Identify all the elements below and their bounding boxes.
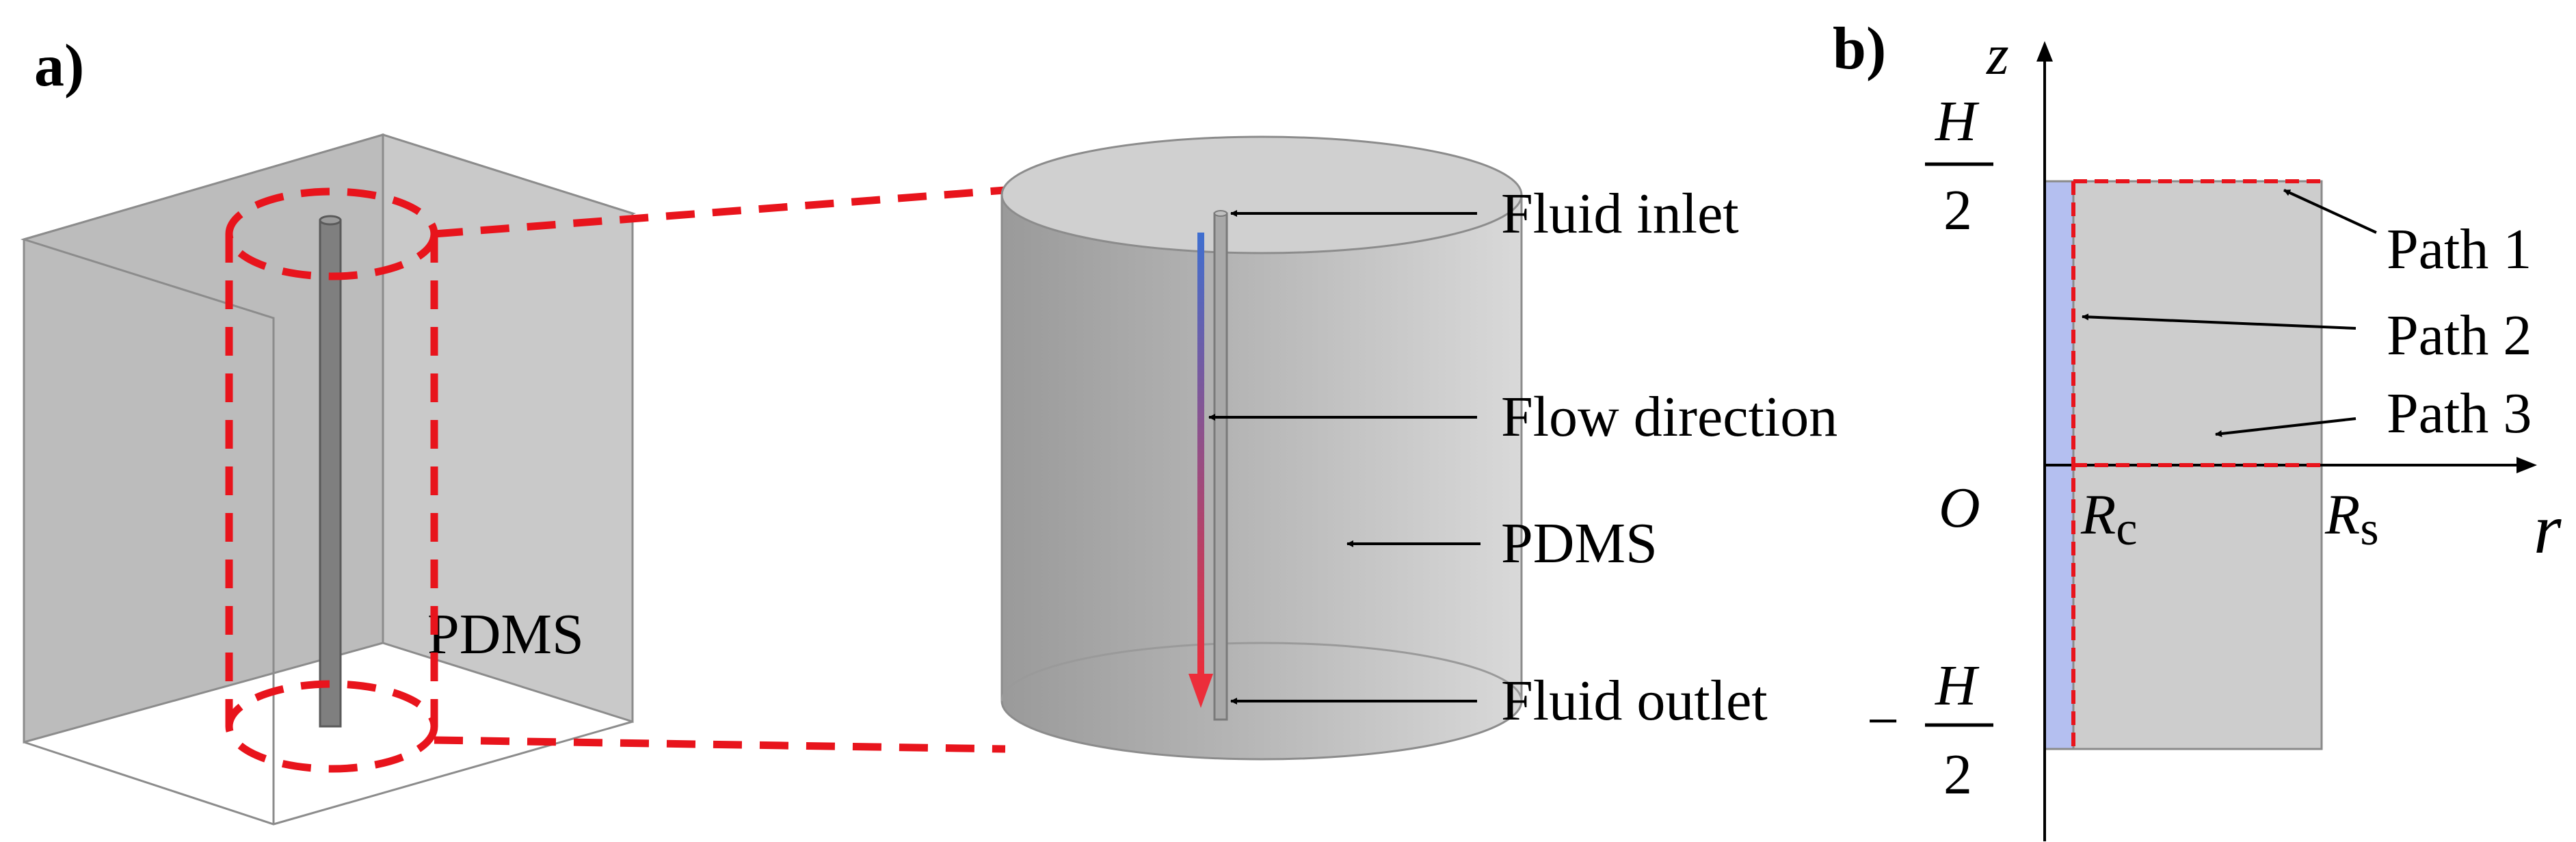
path-1-pointer — [2283, 189, 2377, 234]
box-pdms-label: PDMS — [427, 603, 584, 666]
label-fluid-inlet: Fluid inlet — [1501, 182, 1739, 246]
bottom-minus: − — [1867, 689, 1899, 753]
box-front-edges — [23, 238, 275, 824]
rs-sub: s — [2360, 503, 2378, 555]
rc-main: R — [2080, 483, 2116, 547]
label-path-2: Path 2 — [2387, 304, 2532, 367]
box-channel-top — [319, 215, 342, 226]
label-fluid-outlet: Fluid outlet — [1501, 669, 1768, 733]
cylinder-bottom-back — [1000, 642, 1523, 702]
origin-label: O — [1939, 476, 1980, 540]
top-h-numerator: H — [1935, 90, 1980, 153]
bottom-h-numerator: H — [1935, 654, 1980, 718]
box-highlight — [225, 186, 1006, 773]
cylinder-callouts — [1208, 210, 1480, 705]
pdms-cylinder — [1000, 135, 1523, 761]
label-cylinder-pdms: PDMS — [1501, 512, 1658, 575]
r-axis-label: r — [2534, 490, 2562, 568]
z-axis-label: z — [1986, 23, 2009, 87]
flow-arrow-head — [1189, 674, 1213, 708]
top-h-denominator: 2 — [1943, 179, 1972, 242]
bottom-h-denominator: 2 — [1943, 743, 1972, 806]
pdms-box: PDMS — [20, 133, 637, 826]
panel-a-label: a) — [34, 33, 84, 99]
rs-main: R — [2324, 483, 2360, 547]
panel-a: a) PDMS — [20, 33, 1837, 826]
path-3-pointer — [2215, 417, 2356, 437]
panel-b: b) Path 1 Path 2 Path 3 z r O — [1833, 16, 2562, 841]
cylinder-top — [1000, 135, 1523, 254]
flow-arrow-shaft — [1197, 233, 1204, 677]
zoom-line-bottom — [434, 736, 1006, 753]
z-axis-arrowhead — [2036, 41, 2053, 62]
top-h-fraction: H 2 — [1925, 90, 1993, 242]
paths — [2071, 179, 2322, 749]
zoom-line-top — [434, 186, 1006, 238]
cylinder-body — [1000, 194, 1523, 761]
cylinder-channel — [1213, 212, 1228, 721]
label-path-3: Path 3 — [2387, 382, 2532, 445]
path-2-pointer — [2082, 313, 2356, 330]
box-bottom-edges — [23, 720, 633, 826]
rc-sub: c — [2116, 503, 2137, 555]
bottom-h-fraction: − H 2 — [1867, 654, 1993, 806]
panel-b-label: b) — [1833, 16, 1886, 82]
label-flow-direction: Flow direction — [1501, 385, 1837, 449]
r-axis-arrowhead — [2517, 457, 2537, 473]
box-channel — [319, 219, 342, 728]
cylinder-channel-top — [1214, 210, 1227, 217]
path-pointers — [2082, 189, 2377, 437]
rs-label: Rs — [2324, 483, 2379, 555]
label-path-1: Path 1 — [2387, 218, 2532, 281]
rc-label: Rc — [2080, 483, 2137, 555]
